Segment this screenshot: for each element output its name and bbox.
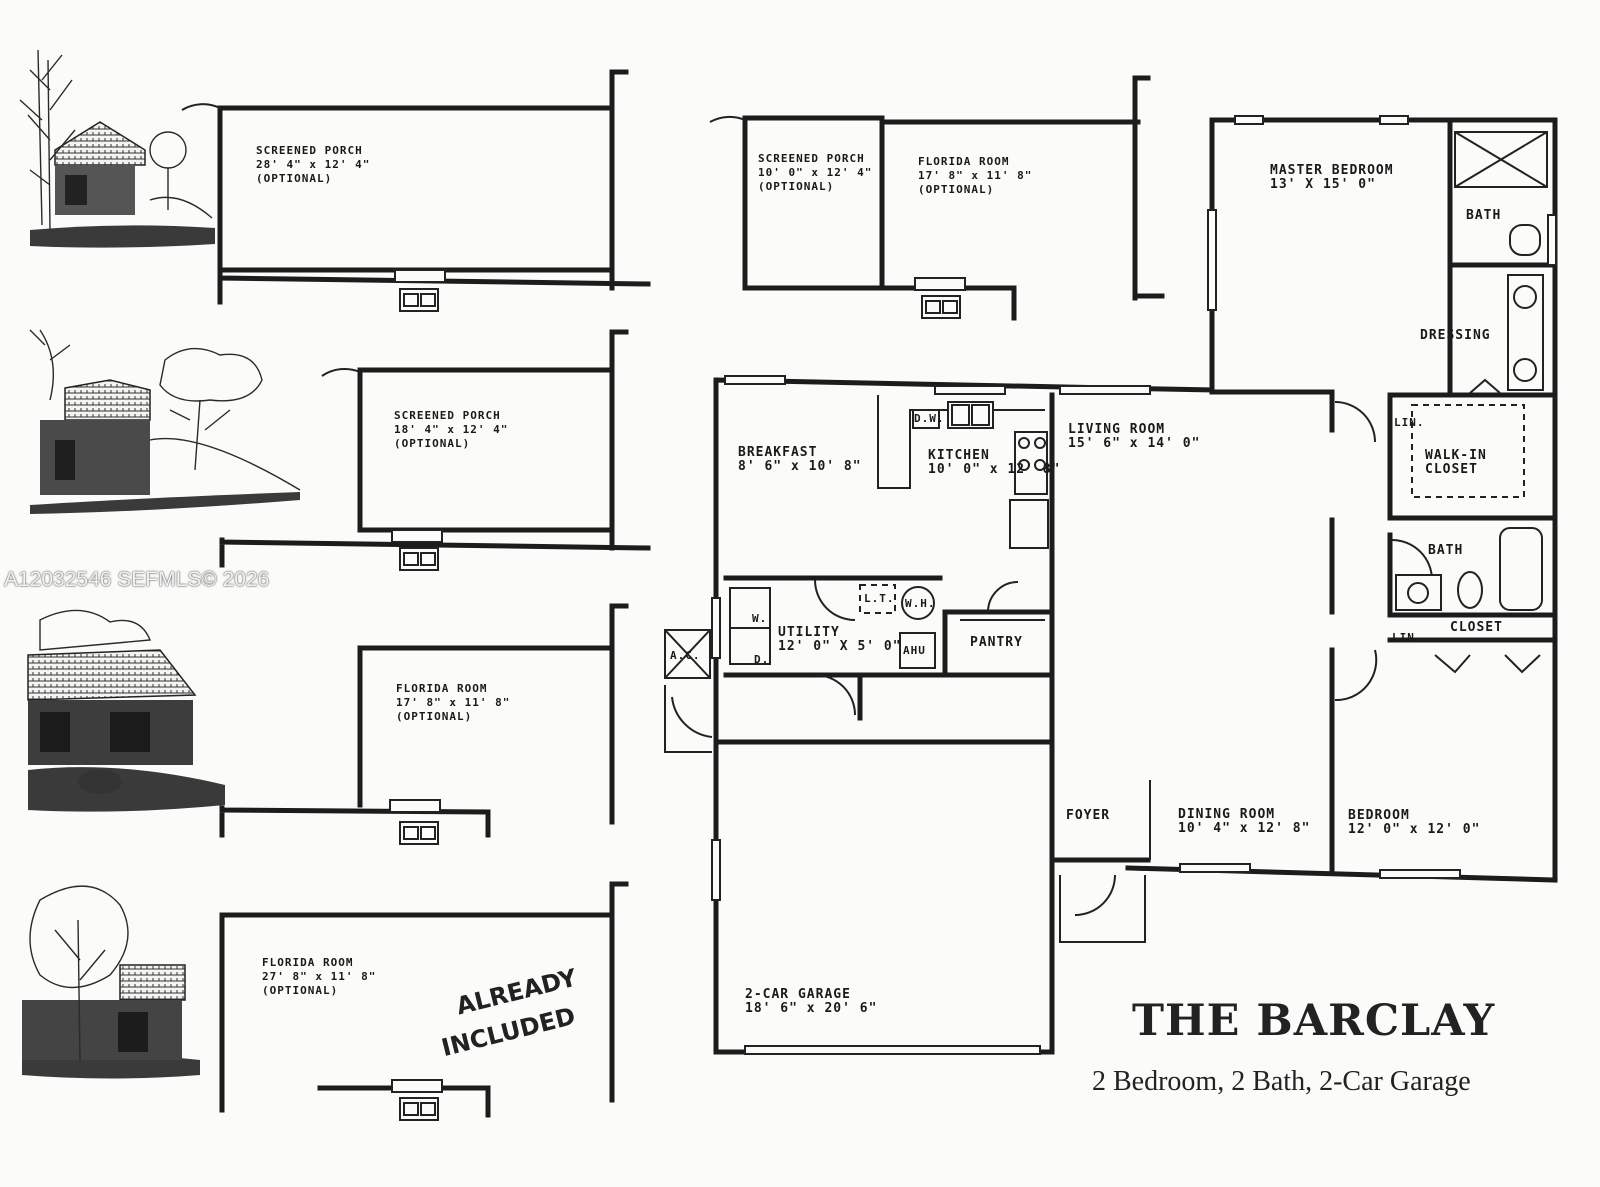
room-bedroom: BEDROOM 12' 0" x 12' 0" [1348, 808, 1481, 837]
room-screened-porch: SCREENED PORCH 10' 0" x 12' 4" (OPTIONAL… [758, 152, 873, 193]
option-plan-2 [219, 329, 651, 571]
laundry-tub-label: L.T. [864, 592, 895, 605]
option-plan-3 [219, 603, 629, 845]
room-linen-1: LIN. [1394, 416, 1425, 429]
washer-label: W. [752, 612, 768, 625]
room-dressing: DRESSING [1420, 328, 1491, 343]
room-linen-2: LIN. [1392, 631, 1423, 644]
option-1-label: SCREENED PORCH 28' 4" x 12' 4" (OPTIONAL… [256, 144, 371, 185]
mls-watermark: A12032546 SEFMLS© 2026 [4, 568, 270, 591]
main-plan-porch-florida [709, 75, 1165, 321]
room-master-bedroom: MASTER BEDROOM 13' X 15' 0" [1270, 163, 1394, 192]
room-bath-2: BATH [1428, 543, 1464, 558]
room-kitchen: KITCHEN 10' 0" x 12' 8" [928, 448, 1061, 477]
room-living-room: LIVING ROOM 15' 6" x 14' 0" [1068, 422, 1201, 451]
room-pantry: PANTRY [970, 635, 1023, 650]
room-foyer: FOYER [1066, 808, 1111, 823]
dishwasher-label: D.W. [914, 412, 945, 425]
house-illustration-1 [19, 49, 215, 248]
room-closet: CLOSET [1450, 620, 1503, 635]
room-walk-in-closet: WALK-IN CLOSET [1425, 448, 1487, 477]
room-dining-room: DINING ROOM 10' 4" x 12' 8" [1178, 807, 1311, 836]
option-plan-4 [219, 881, 629, 1121]
house-illustration-4 [22, 885, 200, 1079]
option-2-label: SCREENED PORCH 18' 4" x 12' 4" (OPTIONAL… [394, 409, 509, 450]
room-utility: UTILITY 12' 0" X 5' 0" [778, 625, 902, 654]
room-master-bath: BATH [1466, 208, 1502, 223]
house-illustration-2 [29, 329, 301, 514]
ahu-label: AHU [903, 644, 926, 657]
plan-title: THE BARCLAY [1132, 996, 1496, 1046]
option-3-label: FLORIDA ROOM 17' 8" x 11' 8" (OPTIONAL) [396, 682, 511, 723]
option-plan-1 [181, 69, 651, 312]
plan-subtitle: 2 Bedroom, 2 Bath, 2-Car Garage [1092, 1066, 1471, 1097]
room-breakfast: BREAKFAST 8' 6" x 10' 8" [738, 445, 862, 474]
water-heater-label: W.H. [905, 597, 936, 610]
main-plan-house [664, 115, 1558, 1055]
ac-label: A.C. [670, 649, 701, 662]
house-illustration-3 [27, 609, 225, 812]
dryer-label: D. [754, 653, 770, 666]
room-garage: 2-CAR GARAGE 18' 6" x 20' 6" [745, 987, 878, 1016]
option-4-label: FLORIDA ROOM 27' 8" x 11' 8" (OPTIONAL) [262, 956, 377, 997]
room-florida-room: FLORIDA ROOM 17' 8" x 11' 8" (OPTIONAL) [918, 155, 1033, 196]
